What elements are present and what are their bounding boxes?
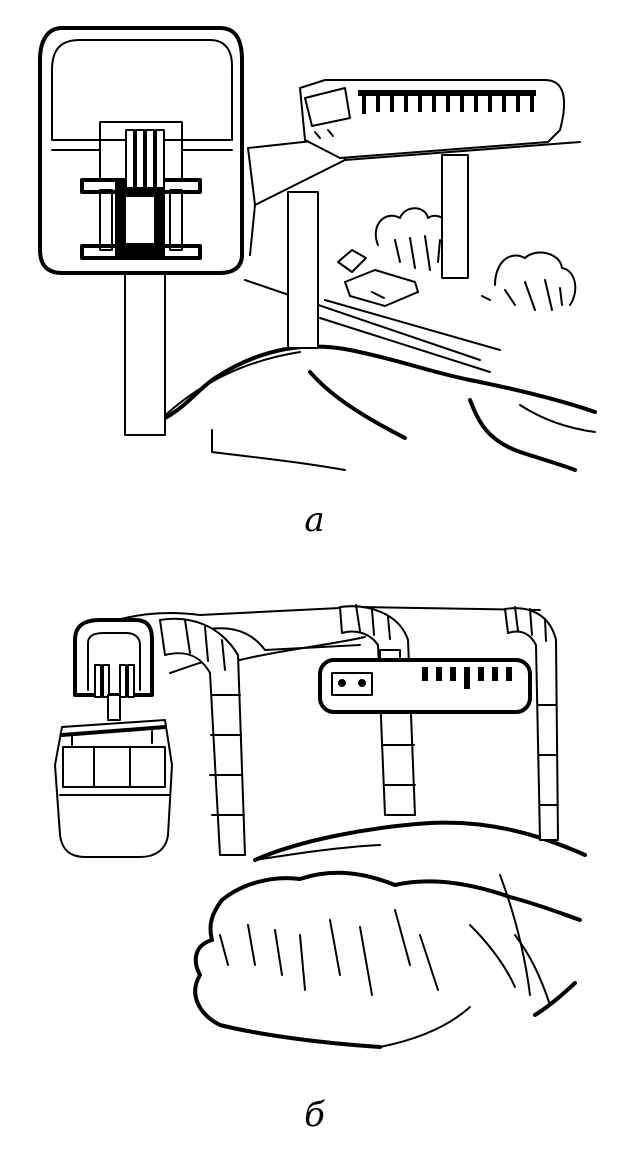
vehicle-cross-section (38, 26, 244, 436)
suspended-monorail-illustration (54, 604, 587, 1049)
guideway-pillar-right (441, 154, 469, 279)
support-column (124, 249, 166, 436)
caption-a: а (304, 500, 325, 540)
hanger-link (107, 694, 121, 721)
panel-a-straddle-monorail (0, 0, 629, 480)
car (337, 249, 419, 307)
guideway-pillar-left (287, 191, 319, 349)
train-windows (422, 667, 512, 689)
roadway (244, 279, 501, 373)
bogie-wheels (80, 129, 202, 260)
monorail-train (299, 79, 566, 159)
train-windows (362, 96, 534, 114)
panel-b-suspended-monorail (0, 595, 629, 1075)
rock-hills (193, 820, 587, 1049)
suspended-train (318, 649, 532, 714)
train-window-band (358, 90, 536, 96)
straddle-monorail-illustration (38, 26, 597, 472)
bogie-wheels (94, 664, 135, 698)
ground-hills (128, 344, 597, 472)
caption-b: б (304, 1095, 325, 1135)
guideway-structure (99, 604, 559, 856)
suspended-cabin (54, 618, 173, 858)
guideway-beam (247, 137, 581, 349)
